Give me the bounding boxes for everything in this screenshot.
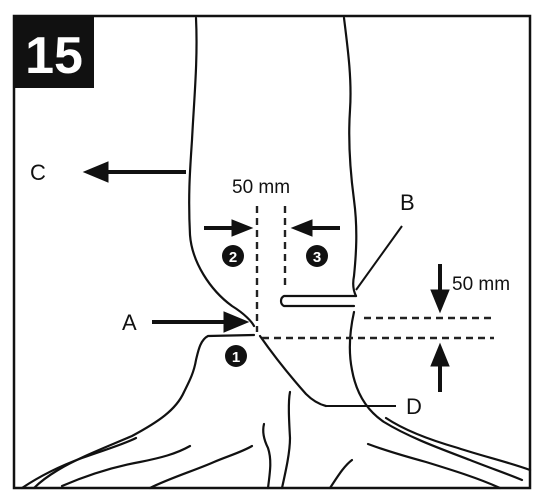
notch-arrow bbox=[152, 311, 250, 333]
height-arrow-down bbox=[430, 264, 450, 314]
label-b: B bbox=[400, 190, 415, 215]
dimension-gap-width: 50 mm bbox=[232, 177, 290, 198]
height-arrow-up bbox=[430, 342, 450, 392]
step-badge-1: 1 bbox=[225, 345, 247, 367]
cut-guide-lines bbox=[255, 206, 494, 340]
step-2-number: 2 bbox=[229, 249, 237, 266]
leader-b bbox=[355, 225, 403, 291]
label-a: A bbox=[122, 310, 137, 335]
step-badge-3: 3 bbox=[306, 245, 328, 267]
step-badge-2: 2 bbox=[222, 245, 244, 267]
tree-trunk-outline bbox=[20, 16, 532, 490]
step-3-number: 3 bbox=[313, 249, 321, 266]
arrows bbox=[82, 161, 450, 392]
fall-direction-arrow bbox=[82, 161, 186, 183]
label-c: C bbox=[30, 160, 46, 185]
gap-arrow-right bbox=[290, 219, 340, 237]
figure-number-badge bbox=[14, 16, 94, 88]
figure-number: 15 bbox=[25, 27, 83, 85]
gap-arrow-left bbox=[204, 219, 254, 237]
leader-lines bbox=[326, 225, 403, 407]
figure-frame bbox=[12, 14, 532, 490]
step-1-number: 1 bbox=[232, 349, 240, 366]
label-d: D bbox=[406, 394, 422, 419]
dimension-gap-height: 50 mm bbox=[452, 274, 510, 295]
